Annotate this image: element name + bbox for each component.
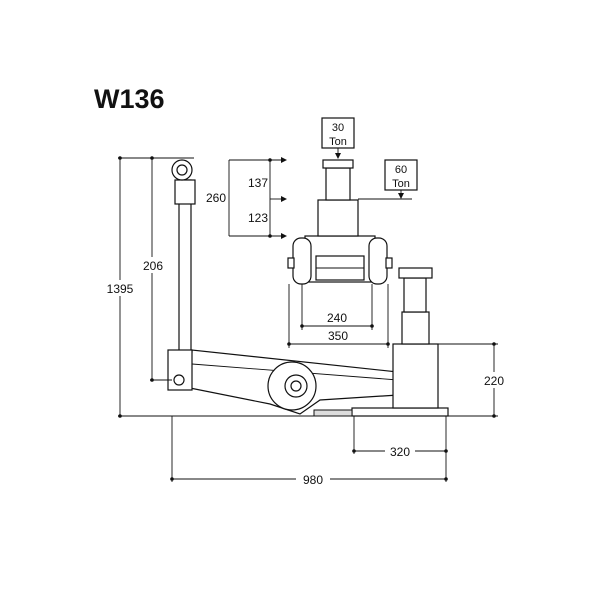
dim-wheel-span-outer: 350	[328, 329, 348, 343]
extended-cylinder-detail	[287, 159, 393, 285]
height-dimensions: 1395 206	[100, 156, 330, 418]
model-title: W136	[94, 84, 165, 114]
dim-stage1-stroke: 137	[248, 176, 268, 190]
chassis	[167, 349, 449, 417]
wheel-span-dimensions: 240 350	[287, 284, 390, 348]
dim-overall-height: 1395	[107, 282, 134, 296]
dim-stage2-stroke: 123	[248, 211, 268, 225]
pivot-pin	[173, 374, 185, 386]
dim-min-height: 220	[484, 374, 504, 388]
load-label-30: 30 Ton	[321, 117, 355, 159]
stroke-dimensions: 260 137 123	[206, 157, 287, 239]
dim-total-stroke: 260	[206, 191, 226, 205]
load-30-value: 30	[332, 122, 344, 134]
base-width-dimension: 320	[352, 416, 448, 459]
load-label-60: 60 Ton	[358, 159, 418, 200]
base-plate	[351, 407, 449, 417]
handle	[171, 157, 196, 353]
load-60-value: 60	[395, 164, 407, 176]
overall-length-dimension: 980	[170, 416, 448, 487]
load-30-unit: Ton	[329, 136, 347, 148]
load-60-unit: Ton	[392, 178, 410, 190]
min-height-dimension: 220	[438, 342, 512, 418]
detail-saddle	[322, 159, 354, 169]
dim-wheel-span-inner: 240	[327, 311, 347, 325]
dim-overall-length: 980	[303, 473, 323, 487]
detail-wheel-right	[368, 237, 388, 285]
lift-cylinder-retracted	[392, 267, 439, 409]
dim-handle-height: 206	[143, 259, 163, 273]
saddle	[398, 267, 433, 279]
detail-wheel-left	[292, 237, 312, 285]
dim-base-width: 320	[390, 445, 410, 459]
